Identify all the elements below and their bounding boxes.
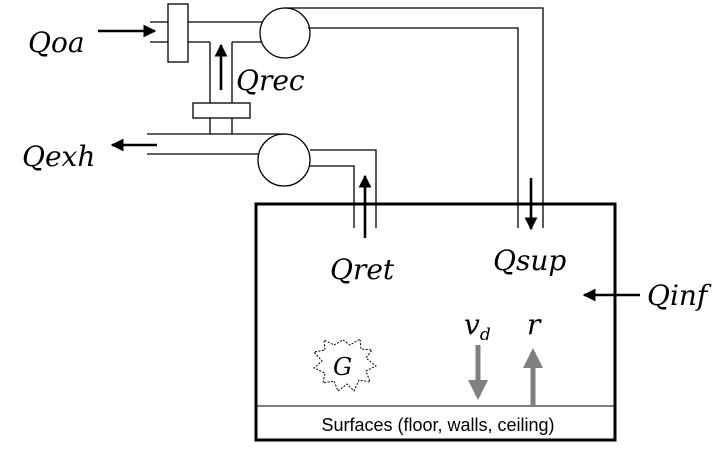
surfaces-label: Surfaces (floor, walls, ceiling)	[321, 415, 554, 435]
qinf-label: Qinf	[647, 279, 712, 312]
qrec-label: Qrec	[236, 64, 305, 97]
vd-label: vd	[464, 308, 491, 345]
room-boundary	[254, 202, 617, 442]
outdoor-air-duct	[150, 3, 272, 63]
source-starburst	[313, 338, 377, 392]
return-fan	[257, 133, 311, 187]
qoa-label: Qoa	[28, 26, 85, 59]
outdoor-air-damper	[167, 3, 189, 63]
room: Surfaces (floor, walls, ceiling)	[254, 202, 617, 442]
qret-label: Qret	[330, 253, 395, 286]
g-label: G	[333, 353, 352, 381]
supply-fan	[259, 7, 311, 59]
r-label: r	[527, 308, 542, 341]
exhaust-duct	[147, 133, 258, 155]
recirculation-duct	[192, 42, 251, 134]
recirculation-damper	[192, 102, 251, 119]
qexh-label: Qexh	[22, 140, 95, 173]
qsup-label: Qsup	[493, 244, 566, 277]
return-duct	[310, 149, 377, 228]
supply-duct	[308, 7, 544, 228]
